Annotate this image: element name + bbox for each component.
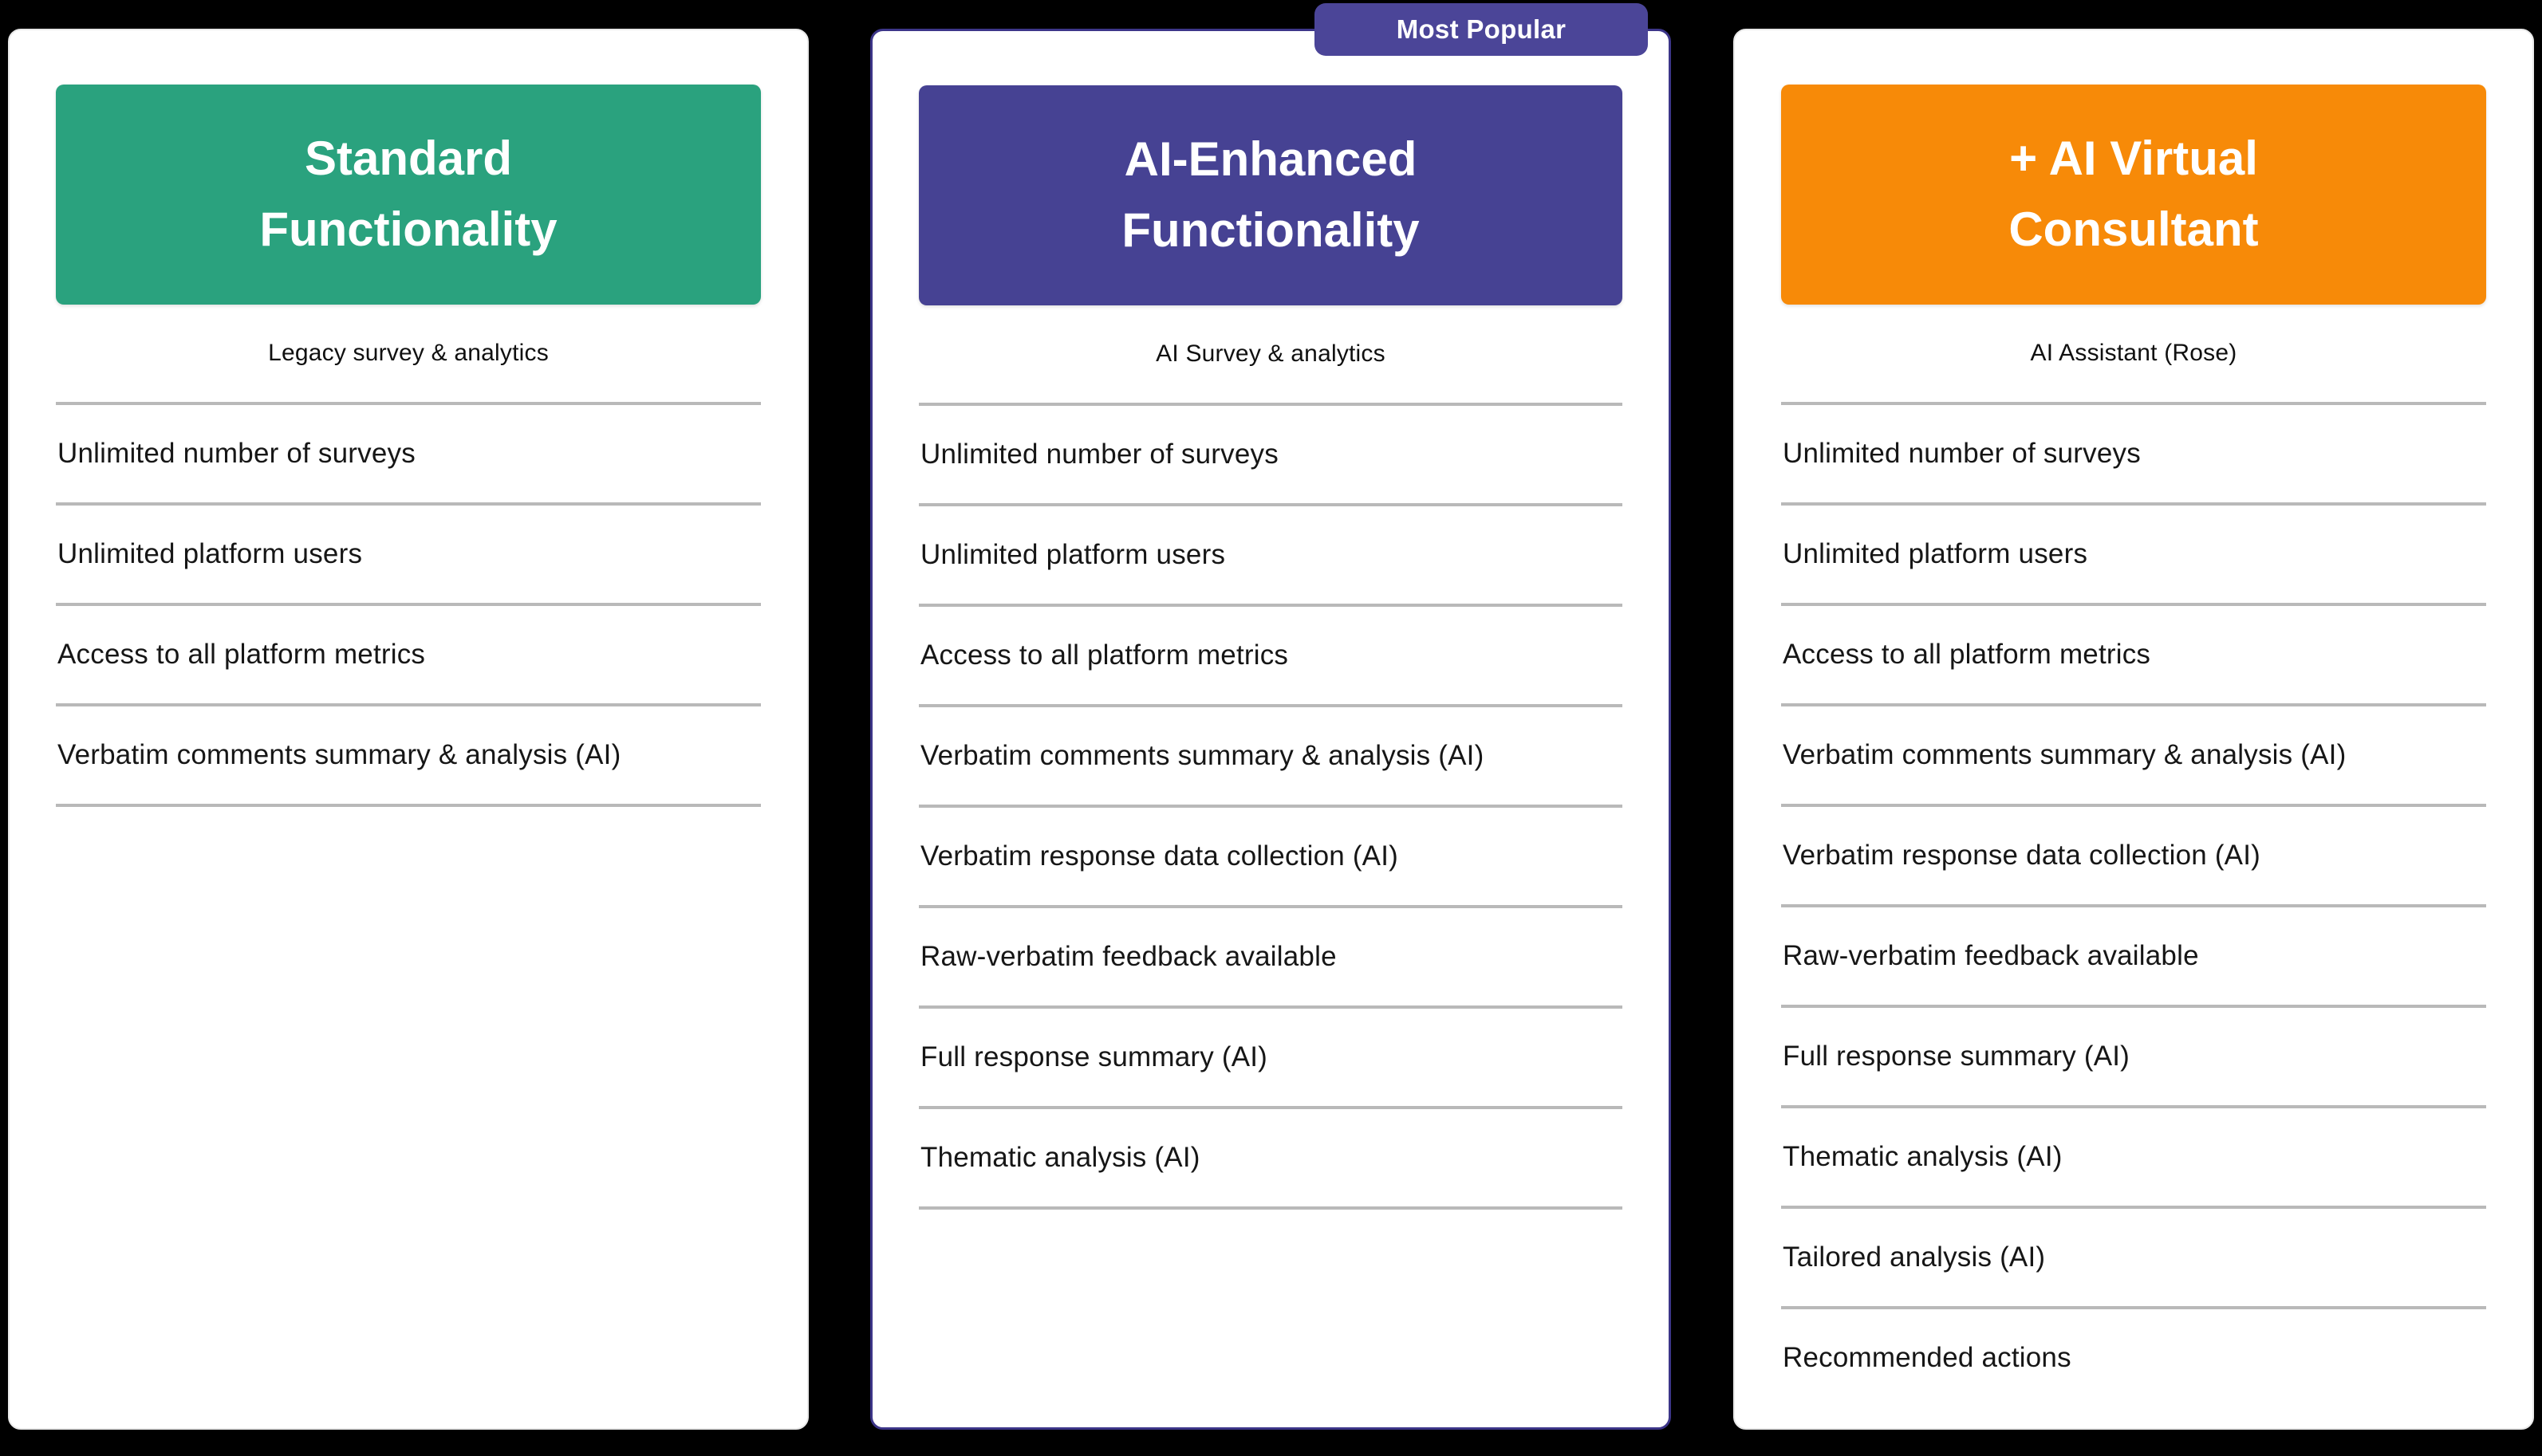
card-header: AI-Enhanced Functionality <box>919 85 1622 305</box>
card-subtitle: AI Survey & analytics <box>1156 340 1385 367</box>
feature-item: Unlimited platform users <box>919 503 1622 604</box>
feature-item: Thematic analysis (AI) <box>919 1106 1622 1210</box>
feature-item: Access to all platform metrics <box>919 604 1622 704</box>
feature-item: Unlimited number of surveys <box>56 402 761 502</box>
feature-item: Unlimited platform users <box>1781 502 2486 603</box>
feature-item: Verbatim comments summary & analysis (AI… <box>919 704 1622 805</box>
feature-item: Recommended actions <box>1781 1306 2486 1407</box>
card-title-line-1: AI-Enhanced <box>1124 132 1417 187</box>
card-title-line-2: Consultant <box>2008 203 2259 256</box>
card-title-line-2: Functionality <box>1121 203 1420 257</box>
card-title-line-1: Standard <box>304 132 513 186</box>
card-header: + AI Virtual Consultant <box>1781 85 2486 305</box>
card-header: Standard Functionality <box>56 85 761 305</box>
feature-item: Verbatim comments summary & analysis (AI… <box>1781 703 2486 804</box>
feature-item: Tailored analysis (AI) <box>1781 1206 2486 1306</box>
feature-item: Unlimited platform users <box>56 502 761 603</box>
feature-item: Raw-verbatim feedback available <box>1781 904 2486 1005</box>
card-ai-virtual-consultant: + AI Virtual Consultant AI Assistant (Ro… <box>1733 29 2534 1430</box>
feature-item: Full response summary (AI) <box>1781 1005 2486 1105</box>
card-standard-functionality: Standard Functionality Legacy survey & a… <box>8 29 809 1430</box>
card-subtitle: Legacy survey & analytics <box>268 340 549 366</box>
card-title-line-1: + AI Virtual <box>2009 132 2258 186</box>
feature-item: Access to all platform metrics <box>1781 603 2486 703</box>
card-subtitle: AI Assistant (Rose) <box>2030 340 2237 366</box>
feature-item: Unlimited number of surveys <box>919 403 1622 503</box>
feature-item: Verbatim comments summary & analysis (AI… <box>56 703 761 807</box>
feature-item: Verbatim response data collection (AI) <box>1781 804 2486 904</box>
feature-item: Verbatim response data collection (AI) <box>919 805 1622 905</box>
feature-item: Raw-verbatim feedback available <box>919 905 1622 1005</box>
card-ai-enhanced-functionality: AI-Enhanced Functionality AI Survey & an… <box>870 29 1671 1430</box>
card-title-line-2: Functionality <box>259 203 558 256</box>
feature-item: Access to all platform metrics <box>56 603 761 703</box>
feature-item: Thematic analysis (AI) <box>1781 1105 2486 1206</box>
feature-item: Full response summary (AI) <box>919 1005 1622 1106</box>
feature-item: Unlimited number of surveys <box>1781 402 2486 502</box>
most-popular-badge: Most Popular <box>1314 3 1648 56</box>
